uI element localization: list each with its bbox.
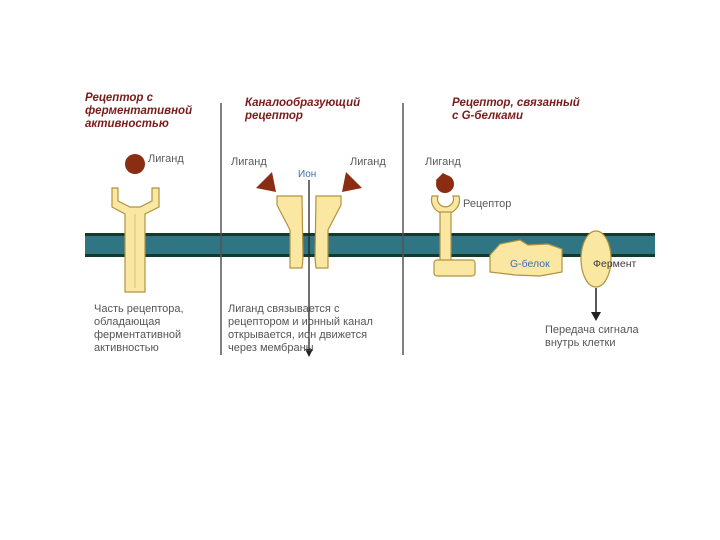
gpcr-receptor xyxy=(430,195,461,215)
section-1-caption: Часть рецептора, обладающая ферментативн… xyxy=(94,303,184,354)
cell-membrane xyxy=(85,235,655,255)
ion-label: Ион xyxy=(298,169,317,180)
g-protein xyxy=(489,239,563,277)
section-1-title: Рецептор с ферментативной активностью xyxy=(85,92,193,130)
membrane-outer-edge xyxy=(85,233,655,236)
ligand-label-left: Лиганд xyxy=(231,156,267,168)
ligand-ball-1 xyxy=(125,154,145,174)
g-protein-label: G-белок xyxy=(510,258,550,270)
section-3-title: Рецептор, связанный с G-белками xyxy=(452,97,580,122)
receptor-label: Рецептор xyxy=(463,198,512,210)
section-3-caption: Передача сигнала внутрь клетки xyxy=(545,324,639,349)
gpcr-stalk xyxy=(439,211,452,263)
gpcr-foot xyxy=(433,259,476,277)
section-2-title: Каналообразующий рецептор xyxy=(245,97,361,122)
signal-arrowhead xyxy=(591,312,601,321)
enzyme-label: Фермент xyxy=(593,258,637,270)
ligand-triangle-right xyxy=(342,172,362,192)
ligand-spike-3 xyxy=(436,173,453,189)
section-2-caption: Лиганд связывается с рецептором и ионный… xyxy=(228,303,373,354)
ligand-label-3: Лиганд xyxy=(425,156,461,168)
enzyme xyxy=(580,230,612,288)
ligand-label-1: Лиганд xyxy=(148,153,184,165)
ligand-label-right: Лиганд xyxy=(350,156,386,168)
channel-half-right xyxy=(314,195,342,269)
channel-half-left xyxy=(276,195,304,269)
ligand-triangle-left xyxy=(256,172,276,192)
membrane-inner-edge xyxy=(85,254,655,257)
ion-path-arrowhead xyxy=(305,349,313,357)
